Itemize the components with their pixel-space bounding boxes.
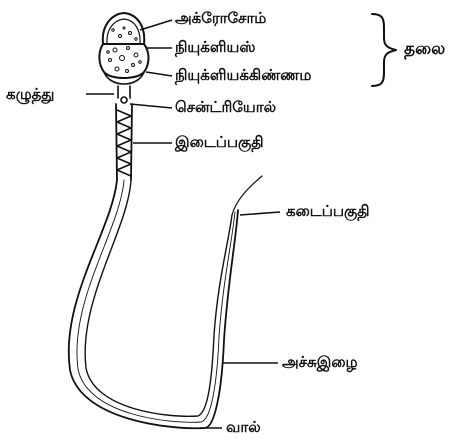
label-nucleolus: நியுக்ளியக்கிண்ணம — [175, 66, 311, 84]
label-tail: வால் — [226, 418, 261, 436]
centriole-dot — [121, 97, 127, 103]
label-centriole: சென்ட்ரியோல் — [175, 98, 276, 116]
leader-centriole — [130, 104, 172, 108]
label-tail-piece: கடைப்பகுதி — [286, 202, 370, 220]
label-nucleus: நியுக்ளியஸ் — [175, 38, 255, 56]
label-middle-piece: இடைப்பகுதி — [175, 133, 264, 151]
nucleus-texture — [107, 27, 141, 73]
middle-piece-spiral — [117, 110, 131, 176]
label-neck: கழுத்து — [6, 85, 54, 103]
label-acrosome: அக்ரோசோம் — [175, 9, 266, 27]
head-brace — [372, 14, 396, 86]
flagellum-axis — [77, 180, 235, 422]
leader-tail-piece — [240, 212, 280, 215]
label-axial-filament: அச்சுஇழை — [282, 353, 358, 371]
leader-acrosome — [140, 20, 172, 30]
neck-shape — [118, 86, 130, 98]
leader-nucleolus — [146, 72, 172, 76]
flagellum-outer — [69, 180, 238, 428]
label-head: தலை — [404, 40, 445, 58]
tail-tip — [232, 176, 262, 215]
